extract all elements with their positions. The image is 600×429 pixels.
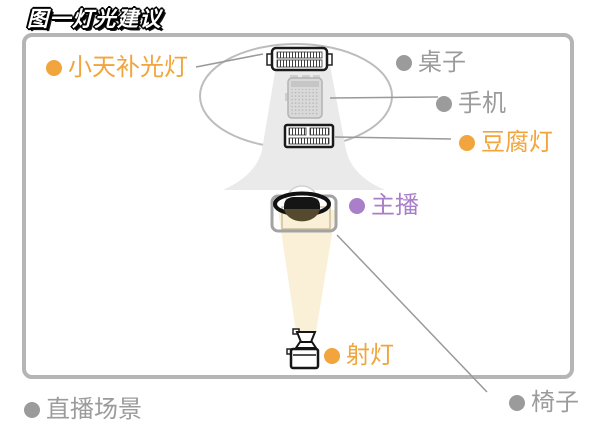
label-tofu-light: 豆腐灯 [459, 131, 553, 155]
label-phone: 手机 [436, 92, 506, 116]
table-dot [396, 55, 412, 71]
label-chair: 椅子 [509, 391, 579, 415]
fill-light-label-text: 小天补光灯 [68, 54, 188, 81]
scene-box [22, 33, 574, 379]
host-dot [349, 198, 365, 214]
label-spotlight: 射灯 [324, 344, 394, 368]
chair-label-text: 椅子 [531, 389, 579, 416]
phone-dot [436, 96, 452, 112]
tofu-light-label-text: 豆腐灯 [481, 129, 553, 156]
scene-label-text: 直播场景 [46, 396, 142, 423]
fill-light-dot [46, 60, 62, 76]
figure-title: 图一灯光建议 [27, 8, 162, 31]
chair-dot [509, 395, 525, 411]
tofu-light-dot [459, 135, 475, 151]
scene-dot [24, 402, 40, 418]
label-host: 主播 [349, 194, 419, 218]
table-label-text: 桌子 [418, 49, 466, 76]
spotlight-dot [324, 348, 340, 364]
phone-label-text: 手机 [458, 90, 506, 117]
label-scene: 直播场景 [24, 398, 142, 422]
label-table: 桌子 [396, 51, 466, 75]
spotlight-label-text: 射灯 [346, 342, 394, 369]
host-label-text: 主播 [371, 192, 419, 219]
label-fill-light: 小天补光灯 [46, 56, 188, 80]
